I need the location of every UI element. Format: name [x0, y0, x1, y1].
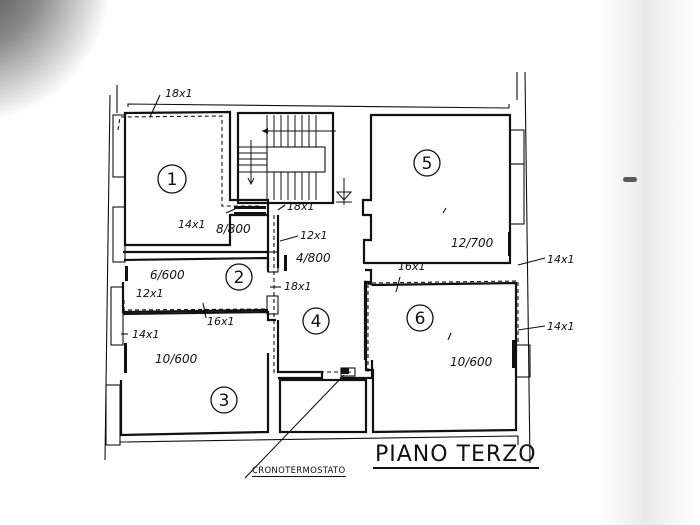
antenna-symbol: [335, 178, 353, 205]
pipe-label-stair-corner: 18x1: [287, 200, 315, 213]
radiator-size-room-1: 8/800: [216, 222, 251, 236]
room-number-5: 5: [422, 154, 433, 174]
pipe-labels: 18x1 14x1 18x1 12x1 18x1 12x1 16x1 14x1 …: [121, 87, 575, 341]
radiator-size-room-5: 12/700: [451, 236, 494, 250]
radiator-size-room-4: 4/800: [296, 251, 331, 265]
scan-mark: [623, 177, 637, 182]
pipe-label-room2-room3: 16x1: [207, 315, 235, 328]
pipe-label-room6-right: 14x1: [547, 320, 575, 333]
pipe-label-room5-room6: 16x1: [398, 260, 426, 273]
pipe-label-room1-radiator: 14x1: [178, 218, 206, 231]
pipe-label-hall-mid: 18x1: [284, 280, 312, 293]
radiator-size-room-2: 6/600: [150, 268, 185, 282]
room-1: 1 8/800: [112, 110, 270, 263]
room-4-hallway: 4 4/800: [266, 215, 374, 380]
pipe-label-top-room1: 18x1: [165, 87, 193, 100]
room-5: 5 12/700: [361, 113, 525, 265]
floor-title: PIANO TERZO: [373, 442, 539, 469]
radiator-size-room-3: 10/600: [155, 352, 198, 366]
pipe-label-room2-left: 12x1: [136, 287, 164, 300]
room-number-6: 6: [415, 309, 426, 329]
room-number-3: 3: [219, 391, 230, 411]
room-2: 2 6/600: [121, 250, 270, 314]
radiator-size-room-6: 10/600: [450, 355, 493, 369]
stairwell: [236, 111, 336, 205]
pipe-label-room5-right: 14x1: [547, 253, 575, 266]
thermostat-leader: [244, 368, 349, 479]
room-3: 3 10/600: [105, 286, 276, 446]
pipe-label-room3-left: 14x1: [132, 328, 160, 341]
room-number-2: 2: [234, 268, 245, 288]
thermostat-label: CRONOTERMOSTATO: [252, 466, 346, 477]
room-6: 6 10/600: [364, 280, 531, 434]
bathroom-small: [278, 378, 368, 434]
pipe-label-hall-top: 12x1: [300, 229, 328, 242]
room-number-1: 1: [167, 170, 178, 190]
room-number-4: 4: [311, 312, 322, 332]
